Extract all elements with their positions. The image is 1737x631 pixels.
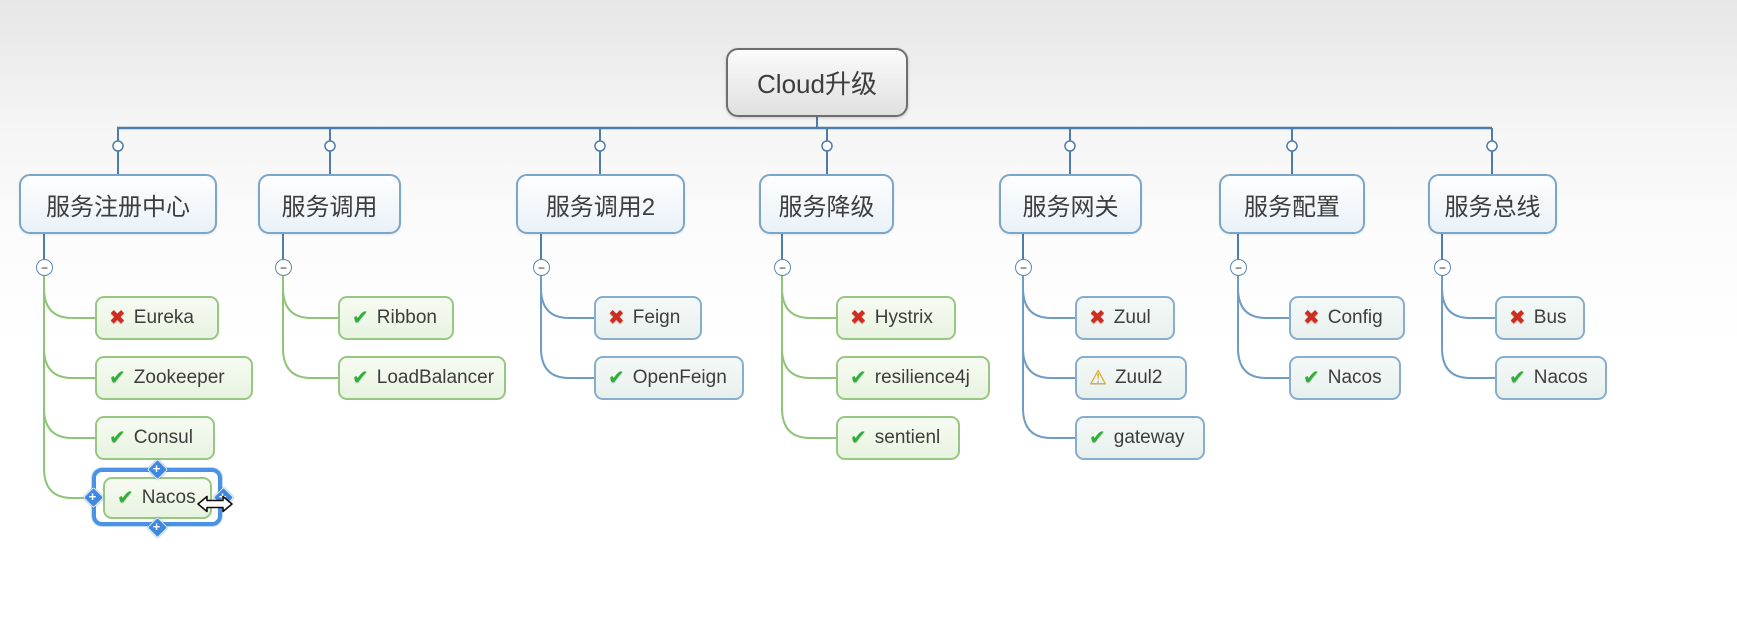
green-check-icon: ✔ [1509,367,1526,389]
horizontal-resize-cursor-icon [197,495,233,513]
topic-zuul2[interactable]: ⚠ Zuul2 [1075,356,1187,400]
topic-config[interactable]: ✖ Config [1289,296,1405,340]
topic-loadbalancer[interactable]: ✔ LoadBalancer [338,356,506,400]
topic-nacos-config[interactable]: ✔ Nacos [1289,356,1401,400]
green-check-icon: ✔ [608,367,625,389]
topic-label: Zuul [1113,307,1151,328]
topic-gateway[interactable]: ✔ gateway [1075,416,1205,460]
topic-ribbon[interactable]: ✔ Ribbon [338,296,454,340]
topic-hystrix[interactable]: ✖ Hystrix [836,296,956,340]
branch-node-service-degradation[interactable]: 服务降级 [759,174,894,234]
minus-icon: − [1019,260,1027,275]
green-check-icon: ✔ [850,427,867,449]
topic-nacos-selected[interactable]: ✔ Nacos [103,477,212,519]
branch-label: 服务降级 [778,193,875,221]
topic-label: Bus [1533,307,1567,328]
branch-node-service-gateway[interactable]: 服务网关 [999,174,1142,234]
topic-zookeeper[interactable]: ✔ Zookeeper [95,356,253,400]
plus-icon: + [152,461,161,476]
topic-label: sentienl [874,427,941,448]
topic-label: Nacos [1533,367,1588,388]
collapse-button[interactable]: − [1434,259,1451,276]
branch-label: 服务调用 [281,193,378,221]
minus-icon: − [40,260,48,275]
green-check-icon: ✔ [352,367,369,389]
collapse-button[interactable]: − [774,259,791,276]
topic-label: Nacos [141,487,196,508]
minus-icon: − [1438,260,1446,275]
topic-label: Zuul2 [1114,367,1163,388]
minus-icon: − [1234,260,1242,275]
collapse-button[interactable]: − [1230,259,1247,276]
branch-node-service-config[interactable]: 服务配置 [1219,174,1365,234]
topic-label: OpenFeign [632,367,727,388]
red-cross-icon: ✖ [1089,307,1106,329]
minus-icon: − [537,260,545,275]
topic-label: Config [1327,307,1383,328]
red-cross-icon: ✖ [1509,307,1526,329]
branch-label: 服务调用2 [545,193,656,221]
branch-node-service-invocation[interactable]: 服务调用 [258,174,401,234]
plus-icon: + [88,489,97,504]
green-check-icon: ✔ [352,307,369,329]
topic-feign[interactable]: ✖ Feign [594,296,702,340]
topic-label: Zookeeper [133,367,225,388]
plus-icon: + [152,519,161,534]
branch-label: 服务总线 [1444,193,1541,221]
topic-label: Feign [632,307,681,328]
topic-nacos-bus[interactable]: ✔ Nacos [1495,356,1607,400]
branch-node-service-bus[interactable]: 服务总线 [1428,174,1557,234]
minus-icon: − [778,260,786,275]
red-cross-icon: ✖ [1303,307,1320,329]
green-check-icon: ✔ [109,367,126,389]
topic-label: Hystrix [874,307,933,328]
minus-icon: − [279,260,287,275]
topic-label: resilience4j [874,367,970,388]
collapse-button[interactable]: − [533,259,550,276]
red-cross-icon: ✖ [850,307,867,329]
topic-eureka[interactable]: ✖ Eureka [95,296,219,340]
selection-handle-bottom[interactable]: + [146,516,169,539]
topic-label: Consul [133,427,193,448]
branch-label: 服务注册中心 [46,193,190,221]
branch-label: 服务配置 [1244,193,1340,221]
selection-handle-top[interactable]: + [146,458,169,481]
topic-sentienl[interactable]: ✔ sentienl [836,416,960,460]
selection-handle-left[interactable]: + [82,486,105,509]
topic-label: Nacos [1327,367,1382,388]
topic-zuul[interactable]: ✖ Zuul [1075,296,1175,340]
topic-consul[interactable]: ✔ Consul [95,416,215,460]
topic-resilience4j[interactable]: ✔ resilience4j [836,356,990,400]
green-check-icon: ✔ [850,367,867,389]
green-check-icon: ✔ [109,427,126,449]
root-topic-cloud-upgrade[interactable]: Cloud升级 [726,48,908,117]
green-check-icon: ✔ [1303,367,1320,389]
green-check-icon: ✔ [117,487,134,509]
topic-label: Eureka [133,307,194,328]
topic-label: Ribbon [376,307,437,328]
root-topic-label: Cloud升级 [757,69,877,99]
red-cross-icon: ✖ [608,307,625,329]
collapse-button[interactable]: − [275,259,292,276]
collapse-button[interactable]: − [1015,259,1032,276]
topic-openfeign[interactable]: ✔ OpenFeign [594,356,744,400]
collapse-button[interactable]: − [36,259,53,276]
warning-icon: ⚠ [1089,367,1107,389]
branch-label: 服务网关 [1022,193,1119,221]
topic-label: LoadBalancer [376,367,495,388]
green-check-icon: ✔ [1089,427,1106,449]
branch-node-service-registry[interactable]: 服务注册中心 [19,174,217,234]
branch-node-service-invocation2[interactable]: 服务调用2 [516,174,685,234]
topic-bus[interactable]: ✖ Bus [1495,296,1585,340]
red-cross-icon: ✖ [109,307,126,329]
topic-label: gateway [1113,427,1185,448]
